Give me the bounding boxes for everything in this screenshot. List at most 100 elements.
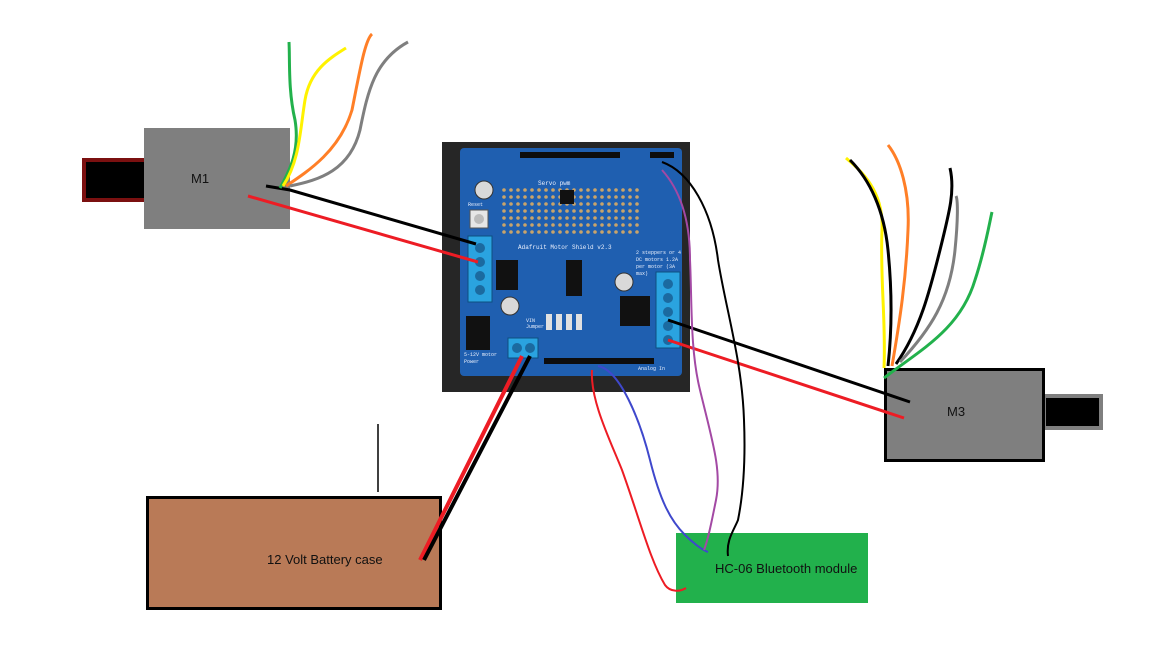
wire-m3-orange <box>886 144 910 367</box>
proto-hole <box>523 209 527 213</box>
wire-bt-blue <box>597 365 709 553</box>
wire-battery-red <box>418 355 524 561</box>
proto-hole <box>551 216 555 220</box>
proto-hole <box>614 223 618 227</box>
shield-servo: Servo pwm <box>538 180 571 187</box>
proto-hole <box>607 230 611 234</box>
proto-hole <box>530 195 534 199</box>
wire-m3-yellow <box>845 156 886 369</box>
proto-hole <box>530 223 534 227</box>
proto-hole <box>544 216 548 220</box>
proto-hole <box>523 188 527 192</box>
proto-hole <box>593 195 597 199</box>
proto-hole <box>579 195 583 199</box>
proto-hole <box>607 195 611 199</box>
motor-shield-pcb: Adafruit Motor Shield v2.3 2 steppers or… <box>460 148 682 376</box>
proto-hole <box>579 223 583 227</box>
bluetooth-module <box>676 533 868 603</box>
proto-hole <box>614 216 618 220</box>
proto-hole <box>558 216 562 220</box>
proto-hole <box>509 223 513 227</box>
proto-hole <box>551 202 555 206</box>
wire-bt-red <box>590 369 687 592</box>
proto-hole <box>579 209 583 213</box>
shield-title: Adafruit Motor Shield v2.3 <box>518 244 612 251</box>
proto-hole <box>565 230 569 234</box>
proto-hole <box>530 216 534 220</box>
proto-hole <box>523 223 527 227</box>
proto-hole <box>502 230 506 234</box>
proto-hole <box>621 209 625 213</box>
proto-hole <box>628 230 632 234</box>
wire-m1-yellow <box>281 46 347 187</box>
proto-hole <box>537 216 541 220</box>
pcb-artwork <box>466 152 681 364</box>
proto-hole <box>600 188 604 192</box>
proto-hole <box>572 216 576 220</box>
motor-m3 <box>884 368 1045 462</box>
proto-hole <box>530 209 534 213</box>
proto-hole <box>502 223 506 227</box>
proto-hole <box>502 209 506 213</box>
proto-hole <box>509 202 513 206</box>
proto-hole <box>621 188 625 192</box>
proto-hole <box>537 195 541 199</box>
proto-hole <box>635 202 639 206</box>
proto-hole <box>509 230 513 234</box>
proto-hole <box>565 209 569 213</box>
proto-hole <box>586 216 590 220</box>
wire-bt-black <box>661 161 746 557</box>
proto-hole <box>509 188 513 192</box>
wire-m3-black-lead <box>848 158 893 367</box>
proto-hole <box>628 223 632 227</box>
proto-hole <box>621 216 625 220</box>
proto-hole <box>621 223 625 227</box>
proto-hole <box>565 216 569 220</box>
proto-hole <box>635 216 639 220</box>
wire-m3-red <box>667 338 905 420</box>
proto-hole <box>523 216 527 220</box>
motor-m3-label: M3 <box>947 404 966 419</box>
proto-hole <box>537 230 541 234</box>
proto-hole <box>635 209 639 213</box>
proto-hole <box>579 202 583 206</box>
wire-bt-purple <box>661 169 719 551</box>
proto-hole <box>544 202 548 206</box>
proto-hole <box>502 216 506 220</box>
proto-hole <box>607 202 611 206</box>
shield-spec: 2 steppers or 4 DC motors 1.2A per motor… <box>636 250 682 277</box>
proto-hole <box>551 223 555 227</box>
proto-hole <box>572 223 576 227</box>
proto-hole <box>593 230 597 234</box>
proto-hole <box>635 195 639 199</box>
proto-hole <box>600 223 604 227</box>
wire-m1-orange <box>285 32 374 188</box>
proto-hole <box>628 195 632 199</box>
proto-hole <box>607 216 611 220</box>
proto-hole <box>593 209 597 213</box>
proto-hole <box>516 209 520 213</box>
proto-hole <box>537 202 541 206</box>
motor-m1-shaft <box>82 158 152 202</box>
proto-hole <box>600 230 604 234</box>
proto-hole <box>586 195 590 199</box>
proto-hole <box>579 188 583 192</box>
wire-m1-gray <box>289 40 409 188</box>
proto-hole <box>579 230 583 234</box>
proto-hole <box>509 195 513 199</box>
proto-hole <box>614 230 618 234</box>
proto-hole <box>579 216 583 220</box>
proto-hole <box>635 188 639 192</box>
proto-hole <box>593 223 597 227</box>
proto-hole <box>607 209 611 213</box>
proto-hole <box>621 230 625 234</box>
proto-hole <box>523 230 527 234</box>
wire-m3-black <box>667 318 911 404</box>
proto-hole <box>607 188 611 192</box>
proto-hole <box>551 230 555 234</box>
proto-hole <box>537 223 541 227</box>
battery-case <box>146 496 442 610</box>
proto-hole <box>523 202 527 206</box>
